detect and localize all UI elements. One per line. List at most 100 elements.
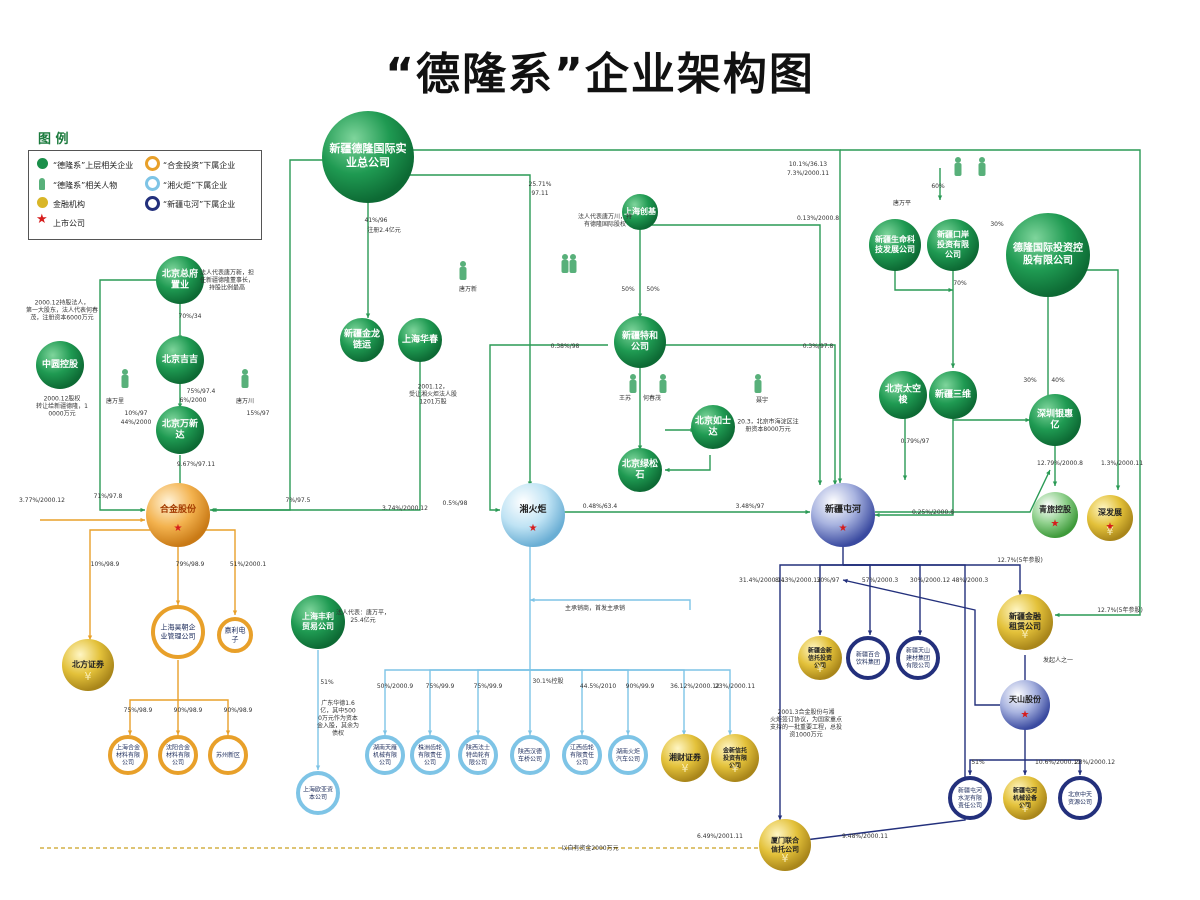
shenfazhan-listed-node — [1087, 495, 1133, 541]
xinjiang-baige-node — [846, 636, 890, 680]
edge-label: 7.3%/2000.11 — [787, 170, 829, 177]
beijing-zongfu-label: 北京总府置业 — [162, 267, 198, 290]
arrowhead — [127, 730, 133, 735]
yuan-icon: ¥ — [85, 670, 92, 683]
xinjiang-tianshan-shuini-label: 新疆天山建材集团有限公司 — [906, 647, 930, 670]
beifang-sec-node — [62, 639, 114, 691]
edge-hanchao-sub1 — [129, 660, 179, 735]
delong-intl-label: 德隆国际投资控股有限公司 — [1012, 241, 1083, 267]
legend-label: “德隆系”上层相关企业 — [53, 161, 134, 170]
edge-label: 36.12%/2000.12 — [670, 683, 720, 690]
edge-xhj-sub2 — [429, 669, 530, 735]
edge-label: 6.49%/2001.11 — [697, 833, 743, 840]
hejin-sub1-node — [108, 735, 148, 775]
edge-label: 10%/97 — [125, 410, 148, 417]
note-text: 王苏 — [619, 394, 631, 402]
edge-label: 75%/97.4 — [187, 388, 216, 395]
qingliu-listed-node — [1032, 492, 1078, 538]
person-icon — [121, 369, 129, 388]
arrowhead — [1052, 481, 1058, 486]
person-icon — [754, 374, 762, 393]
edge-label: 9.67%/97.11 — [177, 461, 215, 468]
edge-label: 7%/97.5 — [286, 497, 311, 504]
xhj-sub3-label: 陕西法士特齿轮有限公司 — [466, 744, 490, 767]
listed-star-icon: ★ — [1051, 519, 1060, 530]
edge-label: 51% — [320, 679, 334, 686]
yuan-icon: ¥ — [732, 762, 739, 775]
hejin-label: 合金股份 — [160, 503, 197, 515]
edge-label: 10%/98.9 — [91, 561, 120, 568]
arrowhead — [950, 363, 956, 368]
yuan-icon: ¥ — [782, 852, 789, 865]
xinjiang-tunhe-label: 新疆屯河 — [825, 503, 861, 515]
edge-delong-hejin — [210, 159, 330, 511]
xinjiang-tianshan-shuini-node — [896, 636, 940, 680]
shanghai-chuangdian-node — [622, 194, 658, 230]
note-text: 法人代表：唐万平，25.4亿元 — [336, 608, 390, 624]
yuan-icon: ¥ — [1022, 628, 1029, 641]
note-text: 唐万新 — [459, 285, 477, 293]
edge-label: 0.48%/63.4 — [583, 503, 618, 510]
xinjiang-shengming-label: 新疆生命科技发展公司 — [875, 234, 915, 254]
legend-label: 上市公司 — [53, 219, 85, 228]
shenzhen-yinhuiyi-label: 深圳银惠亿 — [1037, 407, 1073, 430]
arrowhead — [937, 195, 943, 200]
legend-label: “德隆系”相关人物 — [53, 181, 118, 190]
edge-label: 90%/98.9 — [174, 707, 203, 714]
yuan-icon: ¥ — [817, 662, 824, 675]
note-text: 法人代表唐万川，持有德隆国际股权 — [578, 212, 632, 228]
qingliu-label: 青旅控股 — [1039, 504, 1071, 514]
tianshan-sub3-node — [1058, 776, 1102, 820]
legend-label: “湘火炬”下属企业 — [163, 181, 228, 190]
arrowhead — [817, 630, 823, 635]
listed-star-icon: ★ — [529, 523, 538, 534]
edge-label: 以自有资金2000万元 — [561, 844, 618, 852]
beijing-yunshi-node — [691, 405, 735, 449]
edge-label: 30% — [990, 221, 1004, 228]
tianshan-sub2-node — [1003, 776, 1047, 820]
xhj-sub4-label: 陕西汉德车桥公司 — [518, 747, 542, 763]
arrowhead — [917, 630, 923, 635]
edge-label: 6%/2000 — [180, 397, 207, 404]
edge-label: 44.5%/2010 — [580, 683, 617, 690]
xinjiang-jinxin-label: 新疆金新信托投资公司 — [808, 647, 832, 670]
arrowhead — [875, 512, 880, 518]
edge-label: 60% — [931, 183, 945, 190]
yuan-icon: ¥ — [1022, 802, 1029, 815]
arrowhead — [727, 730, 733, 735]
edge-label: 0.79%/97 — [901, 438, 930, 445]
beijing-yuesong-node — [618, 448, 662, 492]
edge-label: 57%/2000.3 — [862, 577, 899, 584]
edge-tunhe-jinrong — [843, 564, 1021, 595]
shanghai-gongye-node — [296, 771, 340, 815]
beijing-jiji-label: 北京吉吉 — [162, 353, 198, 365]
listed-star-icon: ★ — [174, 523, 183, 534]
xinjiang-teyou-node — [614, 316, 666, 368]
edge-label: 0.38%/98 — [551, 343, 580, 350]
arrowhead — [232, 610, 238, 615]
edge-label: 50% — [646, 286, 660, 293]
arrowhead — [902, 475, 908, 480]
edge-label: 注册2.4亿元 — [367, 226, 401, 234]
yuan-icon: ¥ — [1107, 525, 1114, 538]
edge-label: 0.3%/97.8 — [803, 343, 834, 350]
edge-tianshan-tunhe — [842, 579, 1000, 706]
arrowhead — [1077, 770, 1083, 775]
yuan-icon: ¥ — [682, 762, 689, 775]
note-text: 唐万川 — [236, 397, 254, 405]
edge-tunhe-baige — [843, 564, 871, 635]
edge-tunhe-xiamen — [779, 545, 844, 820]
arrowhead — [177, 403, 183, 408]
xiangcai-label: 湘财证券 — [669, 752, 702, 762]
edge-label: 30% — [1023, 377, 1037, 384]
edge-label: 97.11 — [531, 190, 548, 197]
edge-label: 25.71% — [529, 181, 552, 188]
edge-hejin-jinli — [205, 529, 236, 615]
note-text: 何春茂 — [643, 394, 661, 402]
shanghai-hanchao-node — [151, 605, 205, 659]
edge-xhj-sub1 — [384, 545, 531, 735]
xinjiang-jinlong-node — [340, 318, 384, 362]
